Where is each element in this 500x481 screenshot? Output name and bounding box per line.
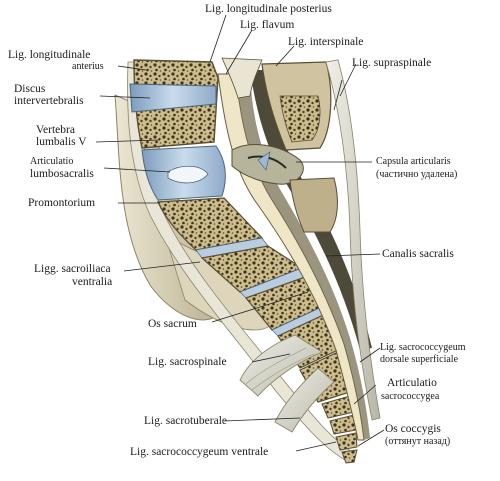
coccyx-2: [329, 414, 357, 435]
sacrotuberous-ligament: [274, 367, 335, 433]
label-canalis-sacralis: Canalis sacralis: [382, 248, 454, 260]
canal-shadow: [236, 74, 370, 440]
label-discus-1: Discus: [14, 83, 46, 95]
leader-lines: [95, 14, 385, 452]
facet-highlight: [257, 151, 271, 171]
articular-capsule: [231, 144, 304, 185]
label-articulatio-sacrococcygea-1: Articulatio: [387, 377, 437, 389]
label-os-coccygis-2: (оттянут назад): [385, 436, 451, 447]
label-articulatio-lumbosacralis-1: Articulatio: [30, 156, 74, 167]
label-lig-sacrococcygeum-dorsale-2: dorsale superficiale: [380, 354, 459, 365]
label-capsula-articularis-2: (частично удалена): [376, 169, 458, 180]
supraspinous-ligament: [325, 59, 381, 421]
disc-upper: [129, 83, 217, 113]
label-lig-sacrotuberale: Lig. sacrotuberale: [144, 415, 228, 427]
label-ligg-sacroiliaca-2: ventralia: [72, 276, 113, 288]
label-articulatio-sacrococcygea-2: sacrococcygea: [381, 391, 440, 402]
disc-nucleus: [167, 165, 209, 184]
label-lig-flavum: Lig. flavum: [240, 19, 295, 31]
label-lig-interspinale: Lig. interspinale: [288, 36, 364, 48]
label-lig-sacrococcygeum-dorsale-1: Lig. sacrococcygeum: [380, 342, 466, 353]
label-os-sacrum: Os sacrum: [148, 318, 197, 330]
label-lig-sacrococcygeum-ventrale: Lig. sacrococcygeum ventrale: [130, 446, 269, 458]
label-vertebra-1: Vertebra: [36, 124, 75, 136]
label-lig-sacrospinale: Lig. sacrospinale: [148, 356, 227, 368]
l5-spinous-inner: [279, 95, 321, 143]
label-discus-2: intervertebralis: [14, 95, 84, 107]
label-articulatio-lumbosacralis-2: lumbosacralis: [30, 168, 94, 180]
label-lig-supraspinale: Lig. supraspinale: [352, 57, 432, 69]
label-lig-longitudinale-posterius: Lig. longitudinale posterius: [205, 3, 332, 15]
label-ligg-sacroiliaca-1: Ligg. sacroiliaca: [34, 263, 111, 275]
coccyx-3: [335, 432, 358, 451]
coccyx-tip: [341, 449, 358, 464]
label-capsula-articularis-1: Capsula articularis: [376, 156, 451, 167]
label-vertebra-2: lumbalis V: [36, 136, 87, 148]
label-lig-longitudinale-anterius-1: Lig. longitudinale: [8, 49, 91, 61]
sacral-dorsal-crest: [289, 177, 338, 233]
label-os-coccygis-1: Os coccygis: [385, 423, 441, 435]
label-promontorium: Promontorium: [28, 197, 96, 209]
label-lig-longitudinale-anterius-2: anterius: [72, 61, 104, 72]
